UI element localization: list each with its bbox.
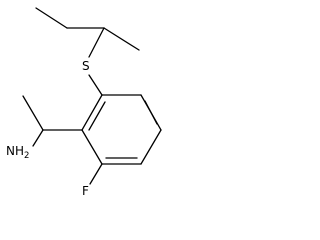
bond-ethyl-terminal — [35, 7, 68, 29]
amine-label-text: NH2 — [6, 144, 29, 161]
ring-bond-3 — [140, 129, 162, 165]
ring-bond-6 — [81, 94, 103, 131]
bond-ch-to-sulfur — [88, 27, 105, 58]
sulfur-label: S — [82, 59, 90, 73]
amine-label: NH2 — [6, 144, 29, 161]
bond-ch-to-methyl — [103, 27, 140, 51]
molecule-diagram: S NH2 F — [6, 7, 162, 198]
fluorine-label: F — [82, 184, 89, 198]
ring-double-bond-inner-1 — [144, 100, 158, 125]
ring-bond-5 — [81, 129, 103, 165]
bond-ch-to-amine — [32, 129, 44, 147]
bond-ring-to-fluorine — [89, 163, 103, 185]
bond-ch-to-methyl-2 — [22, 95, 44, 131]
ring-double-bond-inner-3 — [88, 101, 106, 131]
bond-sulfur-to-ring — [88, 74, 103, 96]
